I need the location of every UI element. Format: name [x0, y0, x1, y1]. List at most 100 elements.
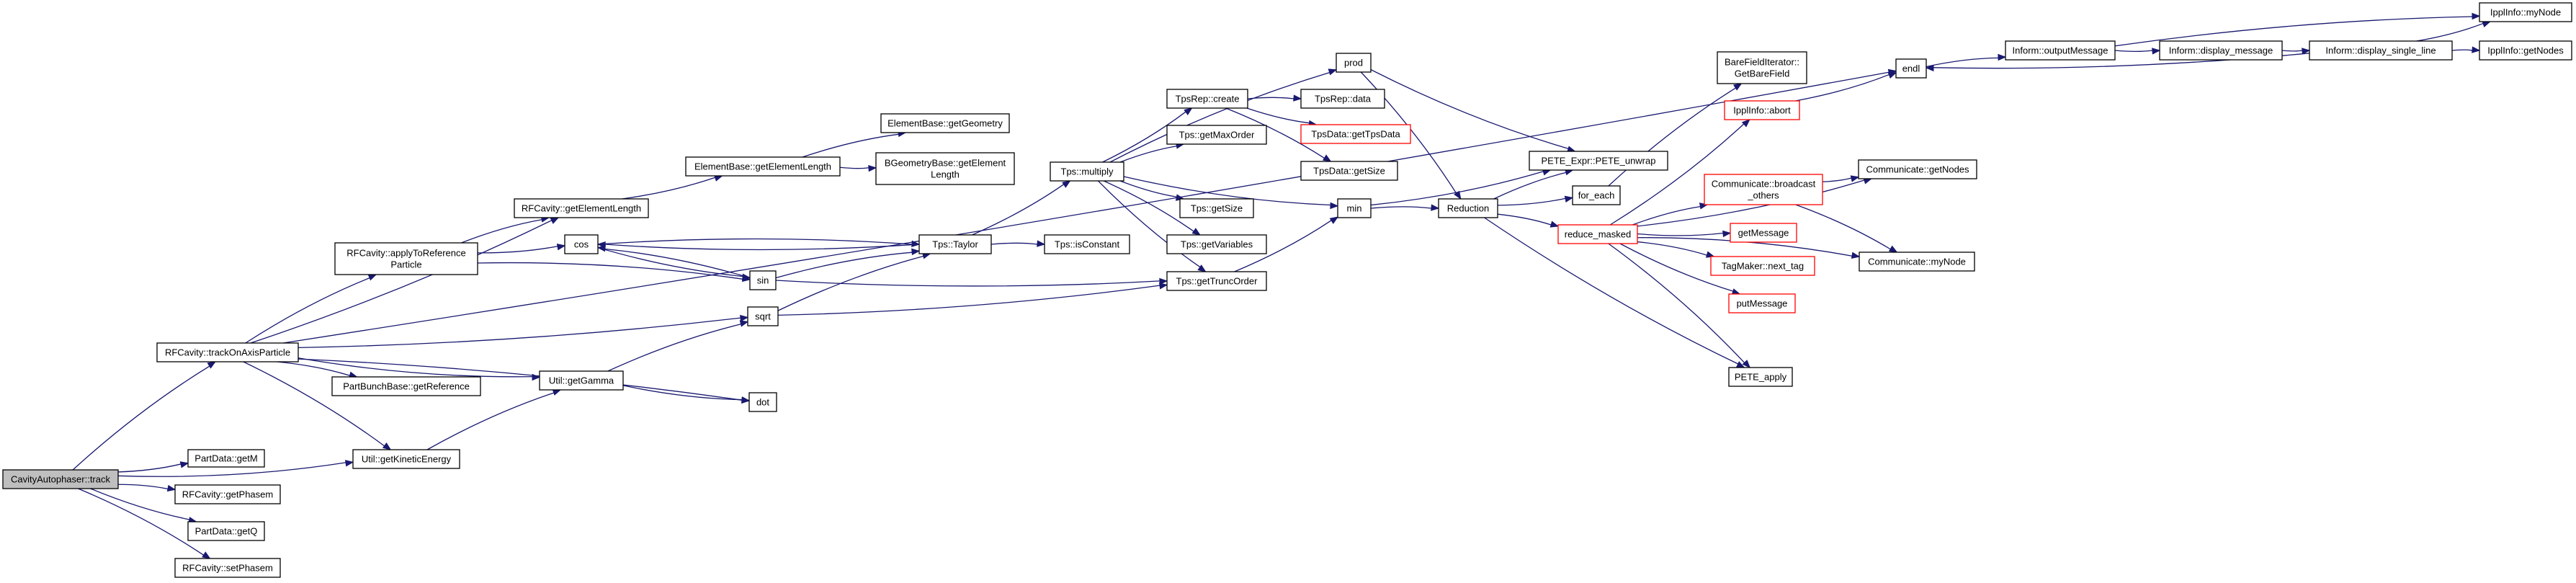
call-edge-track_axis-to-getReference [277, 361, 358, 378]
graph-node-getVariables[interactable]: Tps::getVariables [1166, 234, 1267, 254]
call-edge-track_axis-to-sqrt [298, 314, 749, 349]
graph-node-tpsRepData[interactable]: TpsRep::data [1300, 89, 1385, 109]
graph-node-label: RFCavity::trackOnAxisParticle [165, 347, 290, 358]
graph-node-nextTag[interactable]: TagMaker::next_tag [1710, 256, 1815, 276]
graph-node-peteApply[interactable]: PETE_apply [1728, 367, 1793, 387]
call-edge-line [775, 280, 1160, 287]
graph-node-box [1166, 125, 1267, 145]
call-edge-line [1609, 123, 1745, 226]
graph-node-track_axis[interactable]: RFCavity::trackOnAxisParticle [156, 342, 299, 362]
graph-node-tdGetSize[interactable]: TpsData::getSize [1300, 161, 1398, 181]
graph-node-endl[interactable]: endl [1895, 58, 1927, 79]
graph-node-label: TpsData::getTpsData [1311, 129, 1400, 140]
graph-node-getReference[interactable]: PartBunchBase::getReference [331, 376, 481, 396]
graph-node-box [1710, 256, 1815, 276]
graph-node-box [1050, 161, 1124, 182]
graph-node-getGamma[interactable]: Util::getGamma [539, 370, 624, 391]
graph-node-getKinEnergy[interactable]: Util::getKineticEnergy [352, 449, 460, 469]
graph-node-ebGetGeometry[interactable]: ElementBase::getGeometry [880, 113, 1010, 133]
graph-node-outputMessage[interactable]: Inform::outputMessage [2005, 40, 2116, 61]
graph-node-ipplAbort[interactable]: IpplInfo::abort [1724, 100, 1800, 120]
graph-node-dot[interactable]: dot [748, 392, 777, 412]
graph-node-bcastOthers[interactable]: Communicate::broadcast_others [1704, 174, 1823, 205]
graph-node-setPhasem[interactable]: RFCavity::setPhasem [174, 558, 281, 578]
graph-node-commMyNode[interactable]: Communicate::myNode [1859, 252, 1975, 272]
graph-node-label: sqrt [755, 311, 771, 322]
graph-node-reduction[interactable]: Reduction [1438, 198, 1498, 218]
graph-node-getQ[interactable]: PartData::getQ [187, 521, 265, 541]
graph-node-bgGetElemLen[interactable]: BGeometryBase::getElementLength [875, 152, 1015, 185]
graph-node-getMessage[interactable]: getMessage [1730, 223, 1797, 243]
graph-node-sin[interactable]: sin [749, 270, 777, 290]
call-edge-root-to-getPhasem [117, 484, 176, 492]
call-edge-line [1632, 205, 1701, 226]
graph-node-ipplGetNodes[interactable]: IpplInfo::getNodes [2479, 40, 2572, 61]
graph-node-box [880, 113, 1010, 133]
call-edge-line [1497, 213, 1552, 226]
graph-node-reduceMasked[interactable]: reduce_masked [1557, 224, 1638, 244]
call-edge-arrowhead-icon [911, 240, 921, 248]
graph-node-commGetNodes[interactable]: Communicate::getNodes [1858, 159, 1977, 179]
call-edge-arrowhead-icon [1887, 72, 1897, 79]
graph-node-taylor[interactable]: Tps::Taylor [918, 234, 992, 254]
graph-node-peteUnwrap[interactable]: PETE_Expr::PETE_unwrap [1529, 151, 1668, 171]
call-edge-line [1234, 220, 1332, 272]
call-edge-arrowhead-icon [1722, 230, 1732, 238]
graph-node-ebGetElemLen[interactable]: ElementBase::getElementLength [685, 156, 841, 177]
graph-node-getPhasem[interactable]: RFCavity::getPhasem [174, 484, 281, 504]
call-edge-line [1119, 146, 1177, 163]
graph-node-label: getMessage [1738, 228, 1789, 239]
graph-node-getM[interactable]: PartData::getM [187, 449, 265, 468]
call-edge-line [604, 248, 751, 279]
call-edge-line [1637, 241, 1707, 256]
graph-node-tpsGetSize[interactable]: Tps::getSize [1179, 198, 1254, 218]
graph-node-ipplMyNode[interactable]: IpplInfo::myNode [2479, 2, 2572, 22]
graph-node-label: Tps::multiply [1061, 166, 1114, 177]
graph-node-displayMessage[interactable]: Inform::display_message [2159, 40, 2283, 61]
graph-node-label: Inform::display_single_line [2325, 45, 2436, 56]
call-edge-line [1608, 243, 1745, 363]
call-edge-reduction-to-peteUnwrap [1493, 169, 1574, 200]
call-edge-getKinEnergy-to-getGamma [426, 388, 562, 450]
graph-node-sqrt[interactable]: sqrt [747, 306, 779, 326]
call-edge-track_axis-to-getKinEnergy [243, 361, 392, 450]
call-edge-reduceMasked-to-getMessage [1637, 230, 1732, 238]
graph-node-bfiGetBareField[interactable]: BareFieldIterator::GetBareField [1717, 51, 1807, 84]
graph-node-label: for_each [1578, 190, 1615, 201]
call-edge-taylor-to-isConstant [990, 240, 1046, 247]
graph-node-label: Util::getKineticEnergy [362, 454, 452, 465]
graph-node-box [748, 392, 777, 412]
graph-node-getTruncOrder[interactable]: Tps::getTruncOrder [1166, 271, 1267, 291]
graph-node-getMaxOrder[interactable]: Tps::getMaxOrder [1166, 125, 1267, 145]
graph-node-rfGetElemLen[interactable]: RFCavity::getElementLength [514, 198, 649, 218]
call-edge-line [1926, 57, 1999, 68]
graph-node-putMessage[interactable]: putMessage [1728, 293, 1796, 313]
graph-node-cos[interactable]: cos [564, 234, 599, 254]
graph-node-box [539, 370, 624, 391]
graph-node-label: CavityAutophaser::track [11, 474, 111, 485]
graph-node-box [2159, 40, 2283, 61]
graph-node-box [747, 306, 779, 326]
graph-node-prod[interactable]: prod [1336, 53, 1372, 73]
graph-node-multiply[interactable]: Tps::multiply [1050, 161, 1124, 182]
graph-node-tpsRepCreate[interactable]: TpsRep::create [1166, 89, 1248, 109]
graph-node-forEach[interactable]: for_each [1572, 185, 1621, 205]
call-edge-line [245, 277, 370, 344]
call-edge-multiply-to-tpsGetSize [1119, 180, 1185, 201]
graph-node-box [2479, 40, 2572, 61]
call-edge-line [1608, 87, 1736, 187]
call-edge-arrowhead-icon [166, 484, 176, 492]
graph-node-isConstant[interactable]: Tps::isConstant [1044, 234, 1130, 254]
graph-node-label: RFCavity::setPhasem [182, 563, 273, 574]
call-edge-arrowhead-icon [911, 248, 921, 256]
graph-node-displaySingleLine[interactable]: Inform::display_single_line [2309, 40, 2453, 61]
call-edge-root-to-setPhasem [78, 488, 211, 559]
graph-node-box [918, 234, 992, 254]
graph-node-min[interactable]: min [1337, 198, 1372, 218]
graph-node-box [1728, 293, 1796, 313]
graph-node-box [1179, 198, 1254, 218]
graph-node-getTpsData[interactable]: TpsData::getTpsData [1300, 124, 1411, 144]
call-edge-arrowhead-icon [741, 396, 751, 404]
